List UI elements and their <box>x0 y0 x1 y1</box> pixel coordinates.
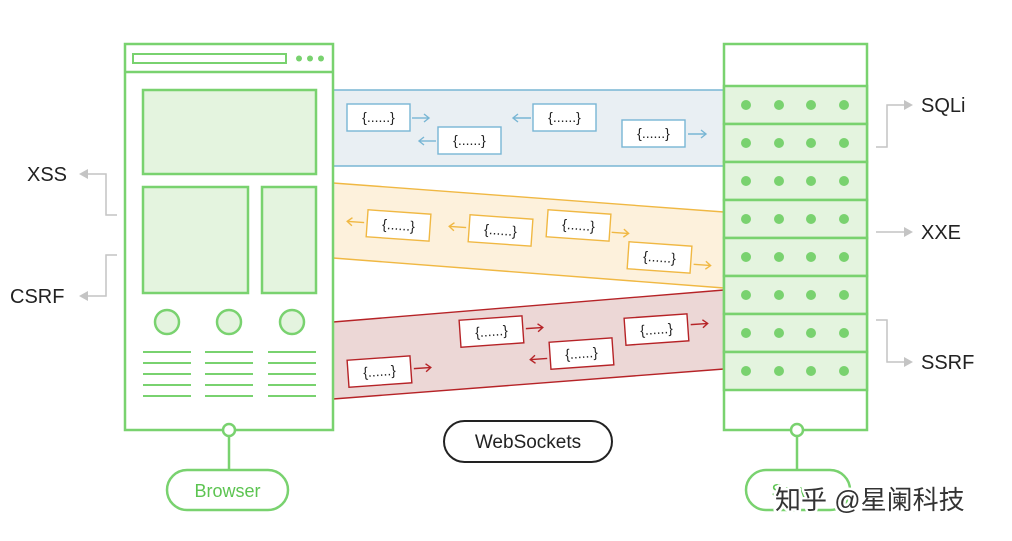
message-box: {......} <box>346 209 432 242</box>
message-box: {......} <box>621 119 708 148</box>
message-text: {......} <box>562 216 596 234</box>
message-box: {......} <box>346 103 431 132</box>
left-connectors <box>79 169 117 301</box>
browser-content-block <box>141 185 250 295</box>
message-box: {......} <box>545 209 630 242</box>
message-box: {......} <box>623 313 709 346</box>
message-box: {......} <box>511 103 597 132</box>
ssrf-label: SSRF <box>921 352 974 374</box>
message-box: {......} <box>458 315 544 348</box>
browser-address-bar <box>132 53 287 64</box>
message-text: {......} <box>637 125 670 141</box>
browser-circle <box>153 308 181 336</box>
server-rack <box>722 42 869 470</box>
xxe-label: XXE <box>921 222 961 244</box>
blue-messages: {......} {......} {......} {......} <box>346 103 708 155</box>
message-box: {......} <box>417 126 502 155</box>
browser-dot <box>318 55 324 62</box>
watermark-text: 知乎 @星阑科技 <box>775 485 965 515</box>
server-pill: Server <box>744 468 852 512</box>
message-box: {......} <box>529 337 615 370</box>
server-leds <box>741 100 849 376</box>
xss-label: XSS <box>27 164 67 186</box>
message-text: {......} <box>565 344 599 362</box>
message-text: {......} <box>382 216 416 234</box>
browser-hero-block <box>141 88 318 176</box>
websockets-pill: WebSockets <box>443 420 613 463</box>
svg-text:知乎 @星阑科技: 知乎 @星阑科技 <box>775 485 965 515</box>
message-box: {......} <box>448 214 534 247</box>
message-text: {......} <box>362 109 395 125</box>
message-text: {......} <box>548 109 581 125</box>
message-box: {......} <box>626 241 712 274</box>
browser-connector-dot <box>221 422 237 438</box>
right-connectors <box>876 100 913 367</box>
message-box: {......} <box>346 355 432 388</box>
browser-circle <box>215 308 243 336</box>
websockets-label: WebSockets <box>475 432 581 453</box>
red-channel <box>332 289 725 400</box>
message-text: {......} <box>643 248 677 266</box>
server-connector-dot <box>789 422 805 438</box>
browser-window <box>123 42 335 470</box>
watermark: 知乎 @星阑科技 知乎 @星阑科技 <box>773 483 968 518</box>
sqli-label: SQLi <box>921 95 965 117</box>
csrf-label: CSRF <box>10 286 64 308</box>
server-label: Server <box>771 481 824 501</box>
browser-text-lines <box>143 351 316 397</box>
browser-circle <box>278 308 306 336</box>
red-messages: {......} {......} {......} {......} <box>346 313 709 388</box>
browser-dot <box>307 55 313 62</box>
message-text: {......} <box>640 320 674 338</box>
message-text: {......} <box>363 362 397 380</box>
browser-sidebar-block <box>260 185 318 295</box>
browser-pill: Browser <box>165 468 290 512</box>
message-text: {......} <box>475 322 509 340</box>
message-text: {......} <box>453 132 486 148</box>
browser-label: Browser <box>194 481 260 501</box>
orange-messages: {......} {......} {......} {......} <box>346 209 712 274</box>
message-text: {......} <box>484 221 518 239</box>
browser-dot <box>296 55 302 62</box>
